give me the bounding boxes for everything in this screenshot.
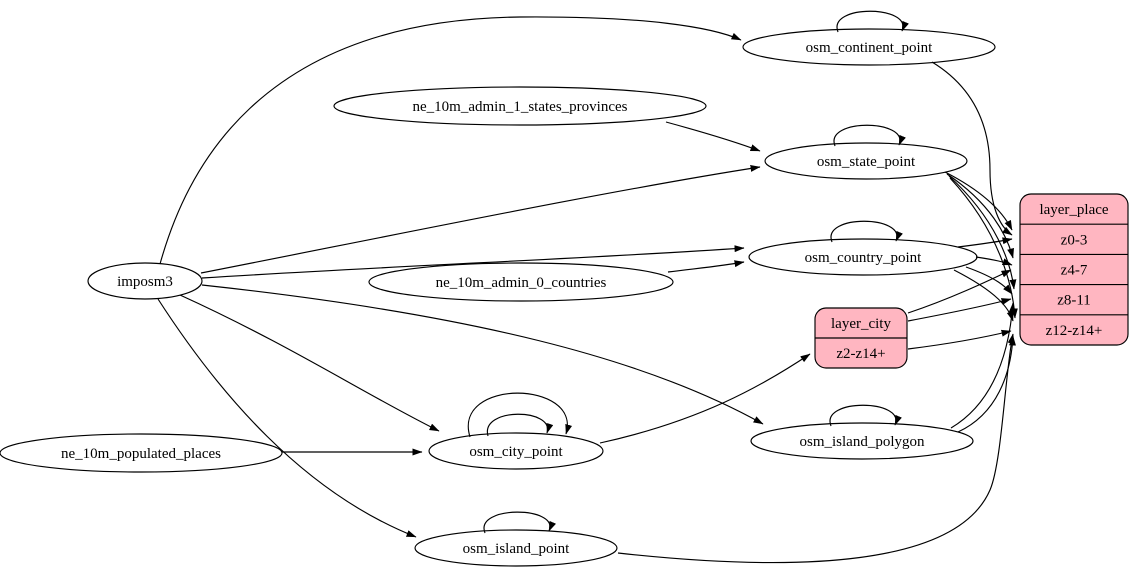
table-label: osm_island_point (463, 541, 571, 557)
edge-osm-island-point-to-layer-place-z12-z14plus (617, 333, 1015, 564)
nodes-layer: imposm3 ne_10m_admin_1_states_provincesne… (0, 28, 1129, 567)
table-ellipse (750, 422, 974, 460)
edge-layer-city-to-layer-place-z12-z14plus (907, 329, 1012, 350)
edge-ne-10m-admin-1-states-provinces-to-osm-state-point (665, 121, 761, 152)
table-label: osm_state_point (817, 154, 916, 170)
edge-layer-city-to-layer-place-z8-11 (907, 298, 1012, 322)
edge-imposm3-to-osm-island-point (157, 298, 417, 538)
record-row-label: z12-z14+ (1046, 323, 1103, 339)
node-layer-city: layer_city z2-z14+ (814, 307, 908, 369)
edges-layer (157, 10, 1018, 564)
table-ellipse (764, 142, 968, 180)
table-label: osm_city_point (469, 444, 563, 460)
node-ne-10m-populated-places: ne_10m_populated_places (0, 433, 283, 473)
edge-osm-country-point-to-layer-place-z8-11 (965, 266, 1013, 295)
node-imposm3: imposm3 (87, 262, 203, 300)
edge-osm-island-point-to-osm-island-point (483, 511, 557, 534)
edge-osm-city-point-to-osm-city-point (487, 413, 554, 437)
table-ellipse (87, 262, 203, 300)
edge-osm-state-point-to-layer-place-z4-7 (946, 173, 1014, 259)
edge-osm-country-point-to-osm-country-point (830, 220, 903, 243)
table-ellipse (333, 86, 707, 126)
edge-imposm3-to-osm-continent-point (159, 16, 742, 265)
record-row-label: z0-3 (1061, 232, 1088, 248)
edge-imposm3-to-osm-island-polygon (201, 284, 764, 425)
edge-osm-continent-point-to-layer-place-z0-3 (931, 61, 1013, 236)
edge-osm-city-point-to-layer-city-z2-z14plus (599, 353, 811, 444)
table-label: osm_continent_point (806, 40, 933, 56)
table-ellipse (0, 433, 283, 473)
edge-osm-country-point-to-layer-place-z4-7 (975, 256, 1013, 266)
edge-osm-island-polygon-to-osm-island-polygon (829, 404, 902, 427)
node-ne-10m-admin-1-states-provinces: ne_10m_admin_1_states_provinces (333, 86, 707, 126)
record-box (1019, 193, 1129, 346)
edge-osm-country-point-to-layer-place-z0-3 (957, 237, 1013, 248)
edge-layer-city-to-layer-place-z4-7 (907, 269, 1012, 314)
table-ellipse (428, 432, 604, 470)
record-row-label: layer_place (1039, 202, 1108, 218)
node-ne-10m-admin-0-countries: ne_10m_admin_0_countries (368, 262, 674, 302)
node-osm-state-point: osm_state_point (764, 142, 968, 180)
edge-imposm3-to-osm-country-point (201, 245, 745, 279)
edge-osm-state-point-to-layer-place-z0-3 (944, 171, 1013, 231)
table-label: ne_10m_admin_0_countries (436, 275, 607, 291)
edge-osm-state-point-to-osm-state-point (833, 124, 906, 147)
edge-osm-island-polygon-to-layer-place-z12-z14plus (957, 335, 1016, 433)
edge-osm-city-point-to-osm-city-point (467, 392, 573, 438)
record-row-label: z2-z14+ (836, 346, 885, 362)
table-label: osm_country_point (805, 250, 922, 266)
edge-ne-10m-admin-0-countries-to-osm-country-point (667, 260, 745, 273)
node-osm-island-point: osm_island_point (414, 529, 618, 567)
record-row-label: z4-7 (1061, 263, 1088, 279)
edge-osm-continent-point-to-osm-continent-point (836, 10, 909, 33)
edge-osm-state-point-to-layer-place-z8-11 (948, 175, 1017, 290)
table-ellipse (368, 262, 674, 302)
table-label: osm_island_polygon (799, 434, 925, 450)
node-osm-country-point: osm_country_point (748, 238, 978, 276)
edge-osm-country-point-to-layer-place-z12-z14plus (953, 269, 1014, 322)
edge-imposm3-to-osm-state-point (200, 165, 761, 274)
node-osm-island-polygon: osm_island_polygon (750, 422, 974, 460)
table-label: ne_10m_admin_1_states_provinces (413, 99, 628, 115)
edge-imposm3-to-osm-city-point (179, 294, 440, 432)
node-osm-city-point: osm_city_point (428, 432, 604, 470)
table-label: ne_10m_populated_places (61, 446, 221, 462)
table-ellipse (414, 529, 618, 567)
record-row-label: layer_city (831, 316, 891, 332)
table-label: imposm3 (117, 274, 173, 290)
edge-osm-island-polygon-to-layer-place-z8-11 (950, 302, 1016, 429)
table-ellipse (742, 28, 996, 66)
node-layer-place: layer_place z0-3 z4-7 z8-11 z12-z14+ (1019, 193, 1129, 346)
record-row-label: z8-11 (1057, 293, 1091, 309)
node-osm-continent-point: osm_continent_point (742, 28, 996, 66)
